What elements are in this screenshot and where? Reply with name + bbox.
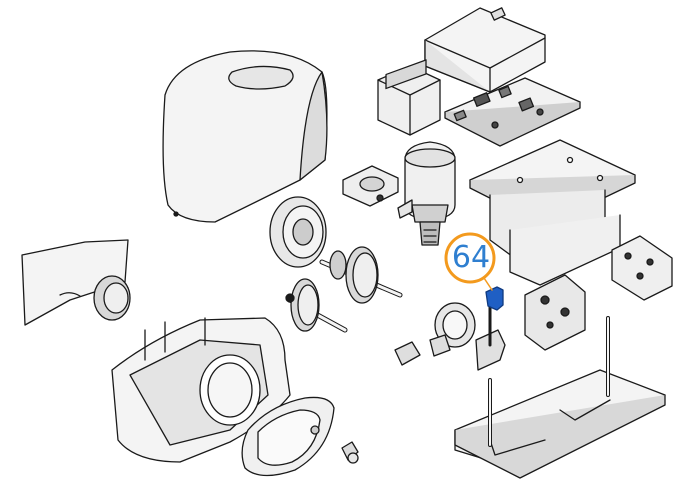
foundation-plate	[454, 316, 666, 479]
transformer	[377, 59, 441, 136]
callout-64	[444, 232, 496, 291]
side-cover-pinion	[21, 239, 131, 326]
limit-switch-assembly	[394, 298, 506, 371]
control-box-cover	[424, 7, 546, 93]
release-key	[341, 441, 359, 464]
release-door	[241, 396, 335, 477]
motor	[397, 141, 456, 246]
mounting-bracket	[469, 139, 636, 286]
gearbox-disk	[269, 196, 327, 268]
base-housing	[111, 317, 291, 463]
motor-cover	[162, 50, 328, 223]
highlighted-part-64	[485, 286, 504, 311]
gear-shaft-lower	[285, 278, 348, 333]
side-plate	[611, 235, 673, 301]
gear-shaft-upper	[319, 246, 403, 304]
limit-plate	[524, 274, 586, 351]
motor-flange	[342, 165, 399, 207]
circuit-board	[444, 77, 581, 147]
